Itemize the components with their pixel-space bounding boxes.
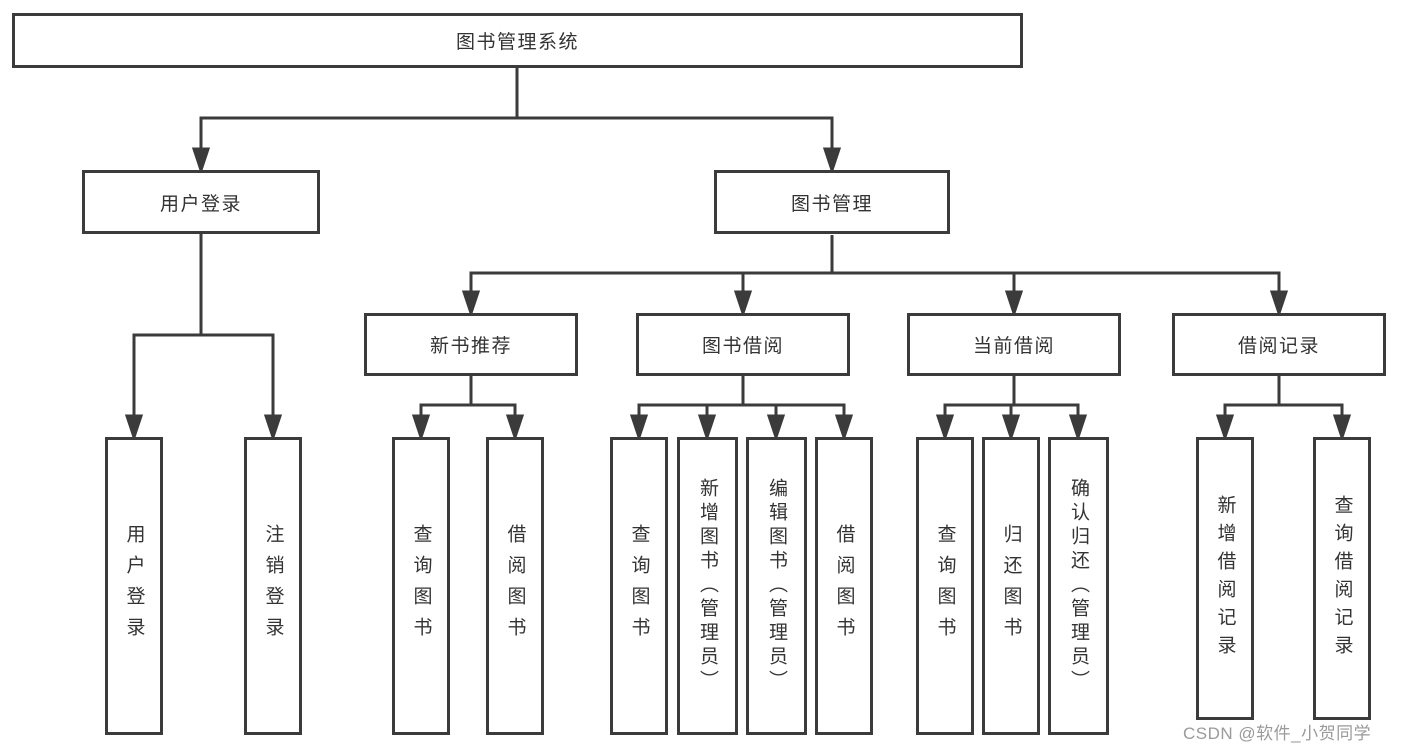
leaf-add-borrow-record: 新增借阅记录: [1196, 437, 1254, 720]
node-current-borrowing-label: 当前借阅: [972, 336, 1055, 357]
node-book-borrowing: 图书借阅: [636, 313, 850, 376]
leaf-return-books-label: 归还图书: [1000, 524, 1022, 648]
leaf-add-books-admin-label: 新增图书（管理员）: [697, 478, 718, 694]
leaf-query-borrow-record: 查询借阅记录: [1313, 437, 1371, 720]
leaf-borrow-books-1-label: 借阅图书: [504, 524, 526, 648]
leaf-query-books-1: 查询图书: [392, 437, 450, 735]
leaf-add-borrow-record-label: 新增借阅记录: [1214, 494, 1236, 663]
leaf-borrow-books-2: 借阅图书: [815, 437, 873, 735]
leaf-query-borrow-record-label: 查询借阅记录: [1331, 494, 1353, 663]
leaf-query-books-3: 查询图书: [916, 437, 974, 735]
leaf-user-login: 用户登录: [105, 437, 163, 735]
node-new-book-recommend-label: 新书推荐: [429, 336, 512, 357]
leaf-edit-books-admin-label: 编辑图书（管理员）: [766, 478, 787, 694]
node-root-system-label: 图书管理系统: [455, 32, 579, 53]
leaf-edit-books-admin: 编辑图书（管理员）: [746, 437, 807, 735]
node-user-login-label: 用户登录: [159, 193, 242, 215]
leaf-borrow-books-1: 借阅图书: [486, 437, 544, 735]
node-current-borrowing: 当前借阅: [907, 313, 1121, 376]
leaf-query-books-3-label: 查询图书: [934, 524, 956, 648]
node-book-borrowing-label: 图书借阅: [701, 336, 784, 357]
leaf-return-books: 归还图书: [982, 437, 1040, 735]
leaf-confirm-return-admin: 确认归还（管理员）: [1048, 437, 1109, 735]
leaf-borrow-books-2-label: 借阅图书: [833, 524, 855, 648]
node-new-book-recommend: 新书推荐: [364, 313, 578, 376]
leaf-add-books-admin: 新增图书（管理员）: [677, 437, 738, 735]
leaf-user-login-label: 用户登录: [123, 524, 145, 648]
node-book-management: 图书管理: [714, 170, 950, 234]
leaf-query-books-2: 查询图书: [610, 437, 668, 735]
node-borrowing-records-label: 借阅记录: [1237, 336, 1320, 357]
leaf-query-books-2-label: 查询图书: [628, 524, 650, 648]
csdn-watermark: CSDN @软件_小贺同学: [1183, 724, 1372, 743]
node-user-login: 用户登录: [82, 170, 320, 234]
node-borrowing-records: 借阅记录: [1172, 313, 1386, 376]
leaf-confirm-return-admin-label: 确认归还（管理员）: [1068, 478, 1089, 694]
leaf-logout-label: 注销登录: [262, 524, 284, 648]
node-book-management-label: 图书管理: [790, 193, 873, 215]
node-root-system: 图书管理系统: [12, 13, 1023, 68]
leaf-query-books-1-label: 查询图书: [410, 524, 432, 648]
leaf-logout: 注销登录: [244, 437, 302, 735]
